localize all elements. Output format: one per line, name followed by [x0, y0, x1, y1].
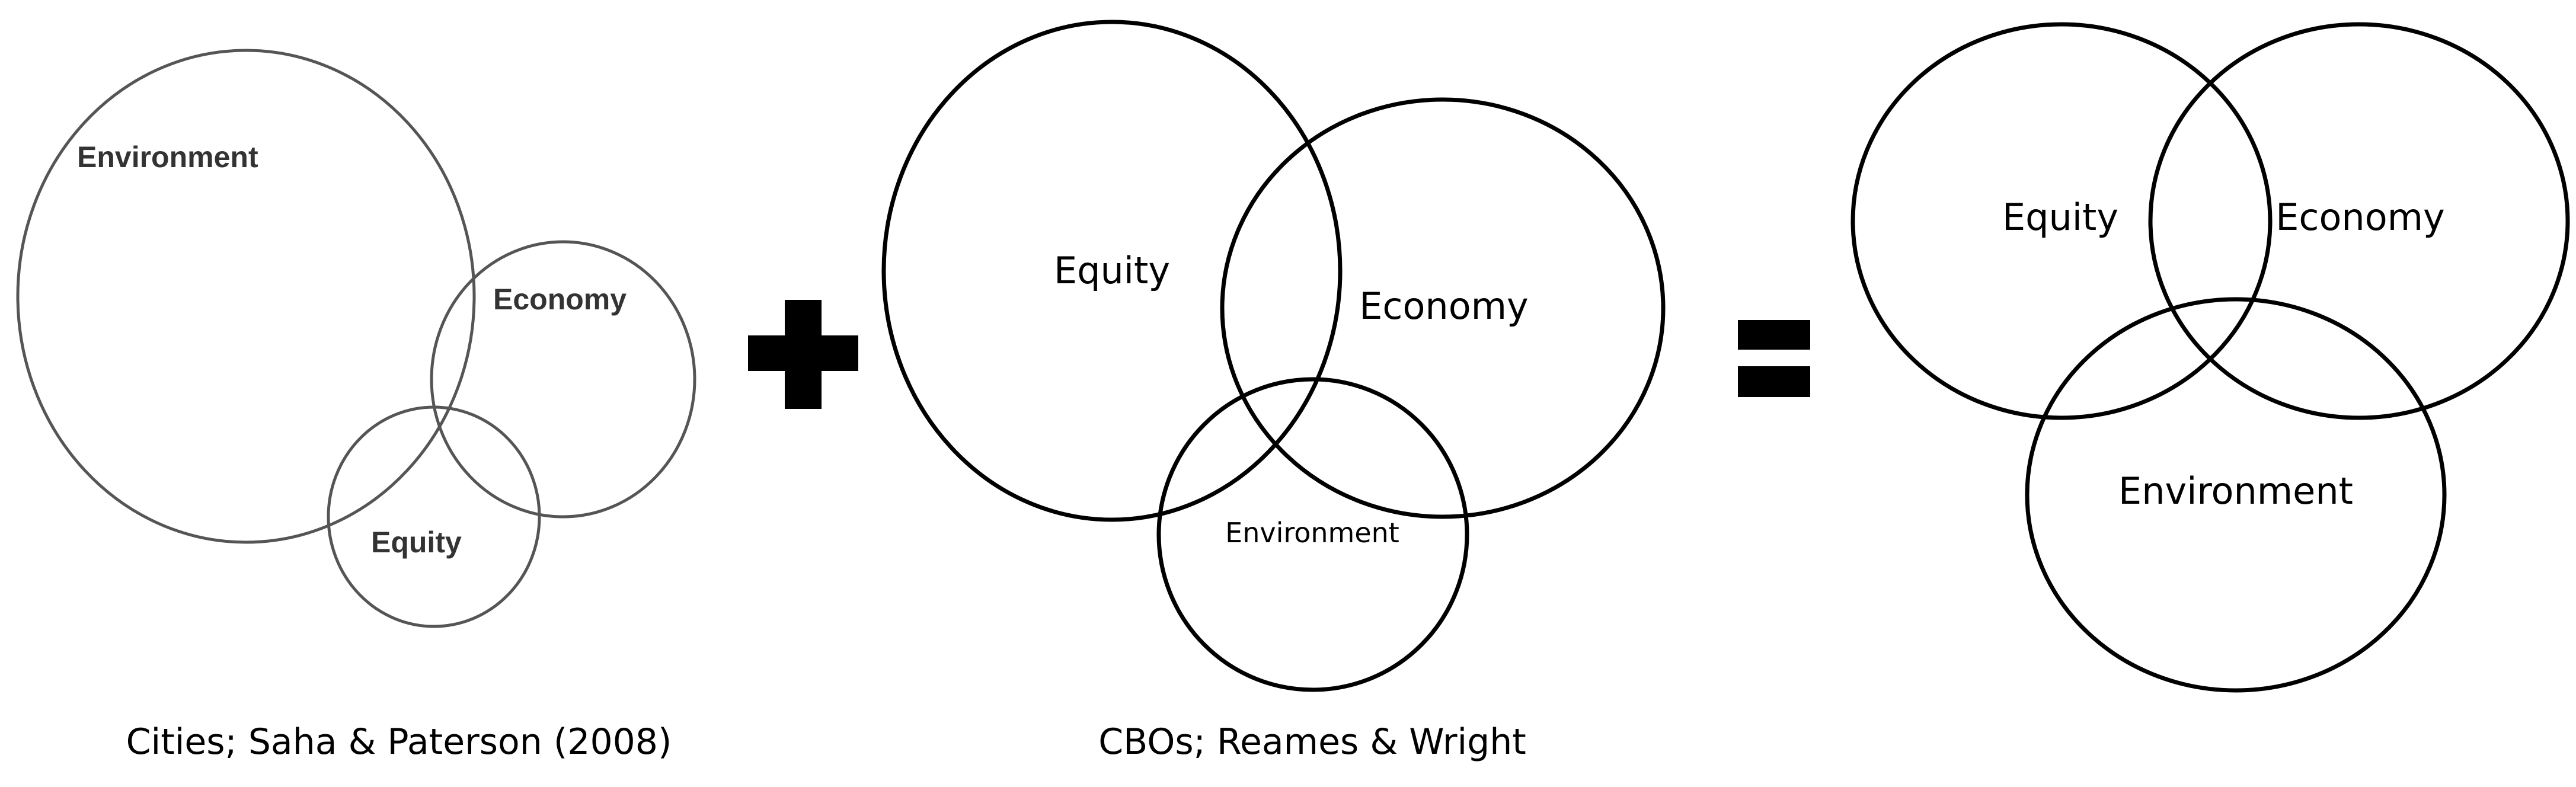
economy-label-right: Economy [2275, 196, 2445, 239]
caption-middle: CBOs; Reames & Wright [1098, 721, 1526, 763]
equity-label-middle: Equity [1054, 249, 1170, 292]
environment-circle-right [2025, 297, 2447, 693]
economy-circle-middle [1220, 97, 1666, 519]
equity-circle-right [1850, 22, 2273, 420]
equals-sign [1738, 320, 1810, 397]
panel-middle: Equity Economy Environment CBOs; Reames … [881, 20, 1666, 763]
plus-sign [748, 300, 858, 409]
environment-label-right: Environment [2118, 469, 2353, 513]
economy-label-left: Economy [493, 283, 627, 316]
economy-circle-right [2148, 22, 2570, 420]
economy-label-middle: Economy [1359, 284, 1529, 328]
environment-circle-left [16, 49, 476, 544]
environment-label-middle: Environment [1225, 517, 1399, 549]
equity-circle-middle [881, 20, 1343, 522]
equity-circle-left [327, 405, 541, 628]
environment-circle-middle [1156, 377, 1469, 692]
caption-left: Cities; Saha & Paterson (2008) [126, 721, 672, 763]
economy-circle-left [430, 240, 696, 519]
equity-label-left: Equity [371, 526, 462, 559]
environment-label-left: Environment [77, 140, 258, 174]
panel-right: Equity Economy Environment [1850, 22, 2570, 693]
equity-label-right: Equity [2002, 196, 2118, 239]
panel-left: Environment Economy Equity Cities; Saha … [16, 49, 696, 763]
